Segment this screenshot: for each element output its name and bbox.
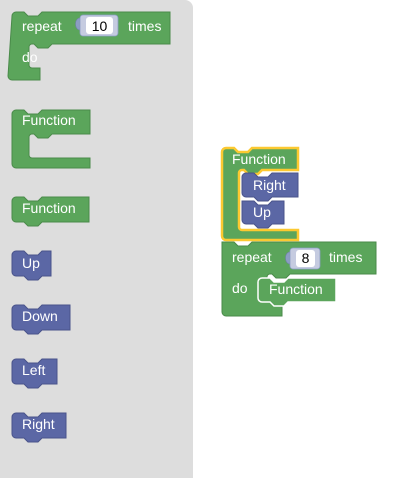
function-call-label: Function [22, 200, 76, 216]
selection-outline [220, 146, 300, 242]
workspace-right-block[interactable]: Right [241, 172, 299, 202]
toolbox-left-block[interactable]: Left [11, 358, 58, 389]
toolbox-right-block[interactable]: Right [11, 412, 67, 443]
workspace-function-definition-block[interactable]: Function Right Up [220, 146, 300, 242]
up-label: Up [22, 255, 40, 271]
function-definition-label: Function [22, 112, 76, 128]
toolbox-up-block[interactable]: Up [11, 250, 52, 281]
toolbox-function-definition-block[interactable]: Function [11, 109, 91, 169]
times-label: times [329, 249, 362, 265]
function-definition-label: Function [232, 151, 286, 167]
toolbox-function-call-block[interactable]: Function [11, 196, 90, 227]
repeat-label: repeat [232, 249, 272, 265]
do-label: do [22, 49, 38, 65]
right-label: Right [253, 177, 286, 193]
up-label: Up [253, 204, 271, 220]
toolbox-repeat-block[interactable]: repeat 10 times do [7, 11, 171, 81]
do-label: do [232, 280, 248, 296]
right-label: Right [22, 416, 55, 432]
count-input[interactable] [296, 250, 315, 267]
left-label: Left [22, 362, 45, 378]
count-input[interactable] [86, 17, 113, 34]
count-value: 10 [92, 18, 108, 34]
repeat-label: repeat [22, 18, 62, 34]
function-call-label: Function [269, 281, 323, 297]
times-label: times [128, 18, 161, 34]
count-value: 8 [302, 250, 310, 266]
toolbox-down-block[interactable]: Down [11, 304, 71, 335]
down-label: Down [22, 308, 58, 324]
workspace-up-block[interactable]: Up [241, 200, 285, 229]
workspace-repeat-block[interactable]: repeat 8 times do Function [221, 241, 377, 317]
workspace-function-call-block[interactable]: Function [257, 277, 337, 307]
